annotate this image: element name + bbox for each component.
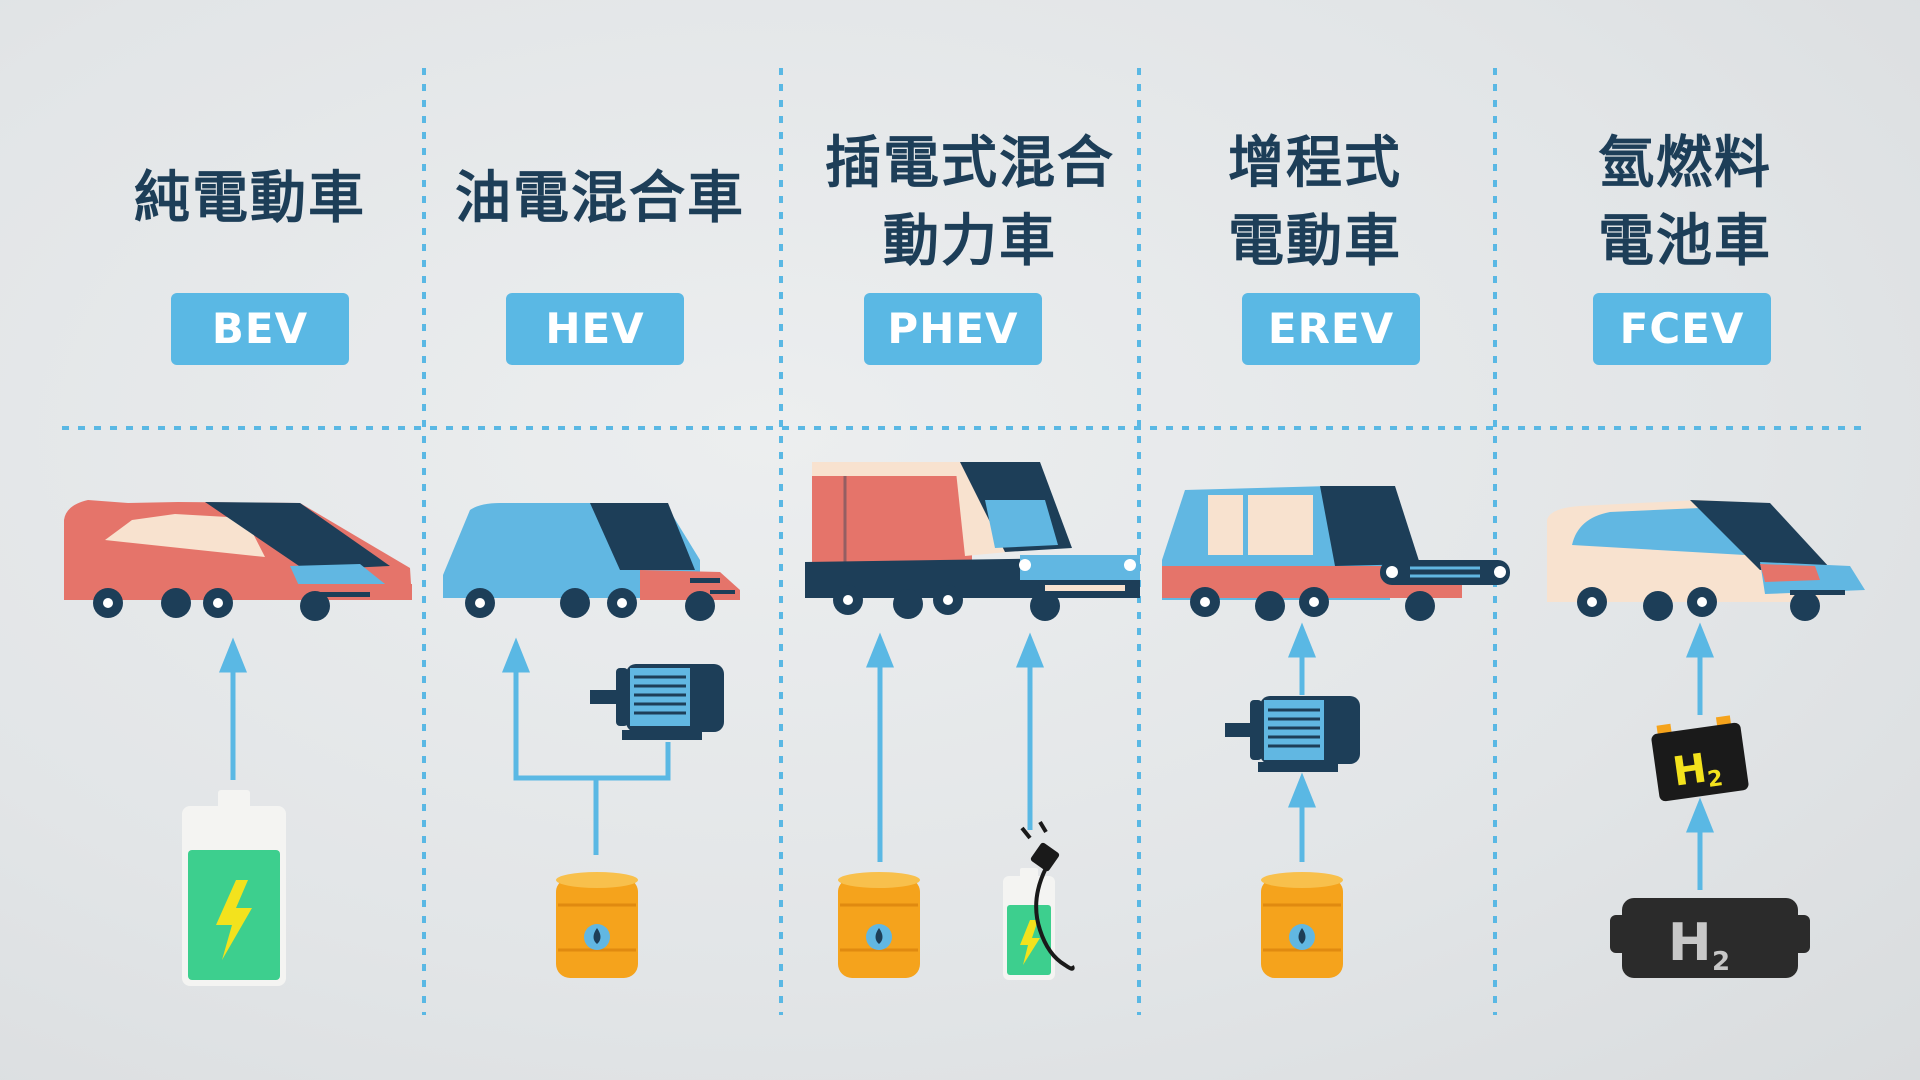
car-erev-icon [1162,486,1510,621]
badge-bev: BEV [171,293,349,365]
connector-hev [502,637,599,855]
title-fcev: 氫燃料 電池車 [1545,125,1825,281]
connector-hev-motor [596,742,671,781]
engine-motor-icon [1225,696,1360,772]
plug-icon [1020,820,1075,971]
engine-motor-icon [590,664,724,740]
title-erev-line1: 增程式 [1228,131,1402,196]
hydrogen-cell-icon: H 2 [1651,715,1749,802]
battery-icon [182,790,286,986]
h2-cell-subscript: 2 [1706,766,1725,793]
title-erev-line2: 電動車 [1228,209,1402,274]
h2-tank-subscript: 2 [1712,947,1730,977]
dividers [62,68,1862,1015]
hydrogen-tank-icon: H 2 [1610,898,1810,978]
car-phev-icon [805,462,1140,621]
badge-phev: PHEV [864,293,1042,365]
title-hev-line1: 油電混合車 [455,166,745,231]
title-phev-line2: 動力車 [883,209,1057,274]
battery-icon [1003,868,1055,980]
car-hev-icon [443,503,740,621]
title-bev: 純電動車 [110,160,390,238]
title-bev-line1: 純電動車 [134,166,366,231]
flow-arrows [219,622,1714,890]
title-fcev-line1: 氫燃料 [1598,131,1772,196]
h2-tank-symbol: H [1668,913,1712,973]
badge-erev: EREV [1242,293,1420,365]
title-phev: 插電式混合 動力車 [800,125,1140,281]
title-fcev-line2: 電池車 [1598,209,1772,274]
car-bev-icon [64,500,412,621]
badge-hev: HEV [506,293,684,365]
title-erev: 增程式 電動車 [1175,125,1455,281]
h2-cell-symbol: H [1670,745,1710,795]
fuel-barrel-icon [838,872,920,978]
title-phev-line1: 插電式混合 [825,131,1115,196]
title-hev: 油電混合車 [440,160,760,238]
fuel-barrel-icon [556,872,638,978]
fuel-barrel-icon [1261,872,1343,978]
car-fcev-icon [1547,500,1865,621]
badge-fcev: FCEV [1593,293,1771,365]
